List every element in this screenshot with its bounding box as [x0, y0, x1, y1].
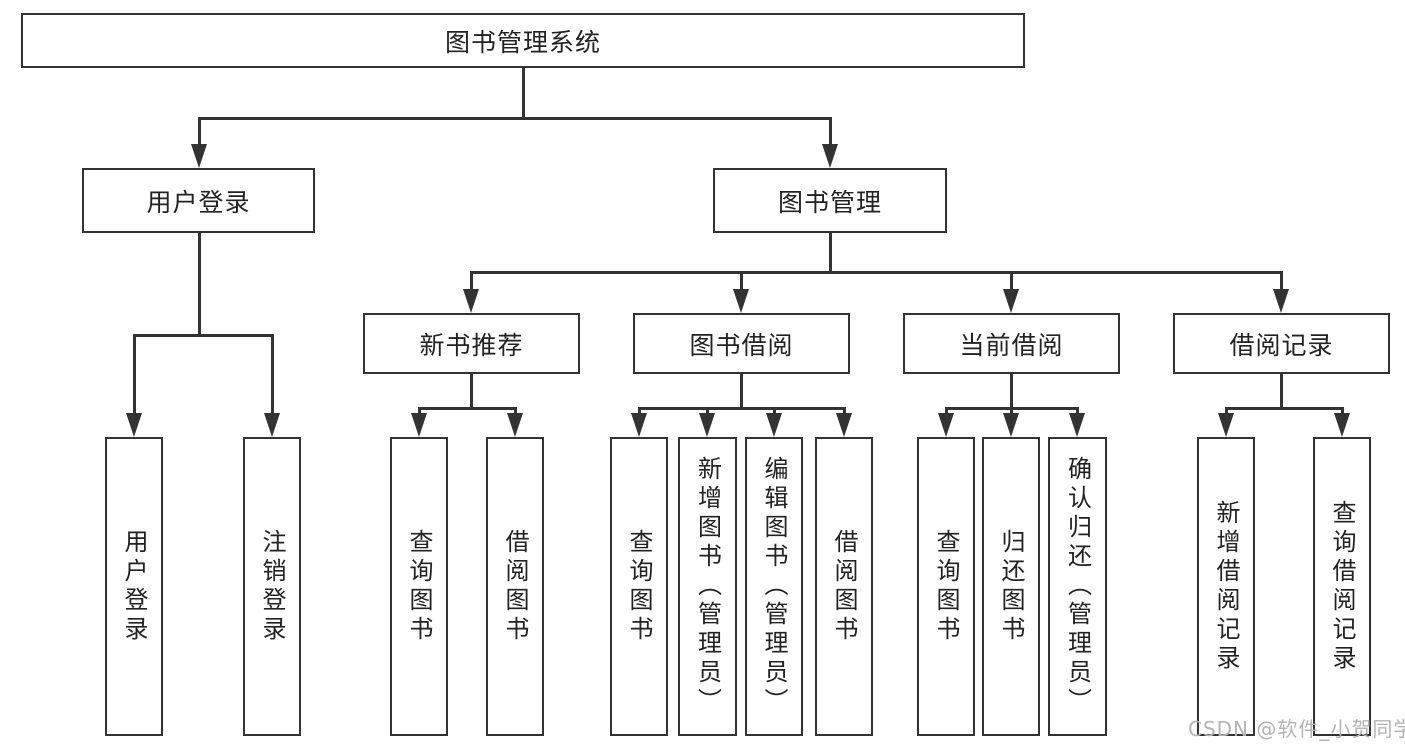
leaf-confirm-return-admin: 确认归还（管理员）	[1048, 437, 1107, 736]
arrow-down-to-book-mgmt	[822, 144, 838, 168]
node-root-label: 图书管理系统	[444, 27, 601, 57]
node-current-borrowing-label: 当前借阅	[959, 330, 1064, 360]
node-borrowing-records-label: 借阅记录	[1229, 330, 1334, 360]
connector-g4-d2	[1340, 406, 1344, 417]
leaf-query-borrow-record: 查询借阅记录	[1313, 437, 1371, 736]
connector-g4-rail	[1224, 406, 1344, 410]
node-user-login-label: 用户登录	[146, 187, 251, 217]
leaf-query-books-2-label: 查询图书	[625, 528, 653, 645]
leaf-query-borrow-record-label: 查询借阅记录	[1328, 499, 1356, 674]
leaf-user-login-label: 用户登录	[120, 528, 148, 645]
leaf-query-books-2: 查询图书	[610, 437, 668, 736]
connector-root-trunk	[521, 68, 525, 119]
connector-level3-rail	[469, 270, 1283, 274]
leaf-borrow-books-1-label: 借阅图书	[501, 528, 529, 645]
leaf-user-login: 用户登录	[105, 437, 163, 736]
connector-g2-d1	[637, 406, 641, 417]
node-new-book-recommend-label: 新书推荐	[419, 330, 524, 360]
leaf-query-books-1-label: 查询图书	[405, 528, 433, 645]
leaf-borrow-books-2-label: 借阅图书	[830, 528, 858, 645]
connector-g1-d2	[513, 406, 517, 417]
leaf-add-books-admin-label: 新增图书（管理员）	[693, 456, 722, 717]
connector-g4-trunk	[1279, 374, 1283, 409]
arrow-down-to-new-books	[463, 289, 479, 313]
watermark: CSDN @软件_小贺同学	[1188, 717, 1405, 741]
connector-user-leaf1-drop	[132, 333, 136, 416]
arrow-g3-leaf3	[1069, 413, 1085, 437]
connector-g3-d1	[944, 406, 948, 417]
connector-g3-d2	[1009, 406, 1013, 417]
connector-g2-d4	[842, 406, 846, 417]
connector-user-trunk	[197, 233, 201, 337]
node-book-borrowing: 图书借阅	[633, 313, 850, 374]
connector-mod3-drop	[1009, 270, 1013, 291]
leaf-add-books-admin: 新增图书（管理员）	[678, 437, 737, 736]
arrow-down-to-borrow-records	[1273, 289, 1289, 313]
connector-mod4-drop	[1279, 270, 1283, 291]
connector-g4-d1	[1224, 406, 1228, 417]
connector-g2-rail	[637, 406, 846, 410]
connector-g1-rail	[417, 406, 517, 410]
connector-g2-trunk	[739, 374, 743, 409]
arrow-g2-leaf3	[766, 413, 782, 437]
node-book-borrowing-label: 图书借阅	[689, 330, 794, 360]
arrow-g4-leaf1	[1218, 413, 1234, 437]
leaf-return-books-label: 归还图书	[997, 528, 1025, 645]
arrow-g2-leaf4	[836, 413, 852, 437]
connector-g1-d1	[417, 406, 421, 417]
arrow-g1-leaf1	[411, 413, 427, 437]
node-root: 图书管理系统	[21, 13, 1025, 68]
leaf-query-books-3: 查询图书	[917, 437, 975, 736]
connector-g3-trunk	[1009, 374, 1013, 409]
arrow-down-to-borrowing	[733, 289, 749, 313]
arrow-down-to-current-borrow	[1003, 289, 1019, 313]
leaf-add-borrow-record-label: 新增借阅记录	[1212, 499, 1240, 674]
leaf-return-books: 归还图书	[982, 437, 1040, 736]
connector-mod1-drop	[469, 270, 473, 291]
node-current-borrowing: 当前借阅	[903, 313, 1120, 374]
connector-book-drop	[828, 116, 832, 149]
connector-user-drop	[197, 116, 201, 149]
arrow-down-to-leaf-logout	[264, 413, 280, 437]
arrow-g2-leaf1	[631, 413, 647, 437]
leaf-logout: 注销登录	[243, 437, 301, 736]
leaf-edit-books-admin: 编辑图书（管理员）	[745, 437, 803, 736]
leaf-confirm-return-admin-label: 确认归还（管理员）	[1063, 456, 1092, 717]
arrow-g4-leaf2	[1334, 413, 1350, 437]
connector-g3-d3	[1075, 406, 1079, 417]
leaf-query-books-1: 查询图书	[390, 437, 448, 736]
connector-g2-d2	[705, 406, 709, 417]
connector-level2-rail	[197, 116, 832, 120]
node-book-management: 图书管理	[713, 168, 947, 233]
arrow-down-to-leaf-user-login	[126, 413, 142, 437]
arrow-g2-leaf2	[699, 413, 715, 437]
leaf-query-books-3-label: 查询图书	[932, 528, 960, 645]
leaf-borrow-books-1: 借阅图书	[486, 437, 544, 736]
arrow-g3-leaf1	[938, 413, 954, 437]
leaf-edit-books-admin-label: 编辑图书（管理员）	[760, 456, 788, 717]
connector-book-trunk	[828, 233, 832, 274]
node-book-management-label: 图书管理	[777, 187, 882, 217]
arrow-g1-leaf2	[507, 413, 523, 437]
connector-user-leaf2-drop	[270, 333, 274, 416]
connector-mod2-drop	[739, 270, 743, 291]
connector-g1-trunk	[469, 374, 473, 409]
leaf-add-borrow-record: 新增借阅记录	[1197, 437, 1255, 736]
leaf-borrow-books-2: 借阅图书	[815, 437, 873, 736]
connector-user-rail	[132, 333, 274, 337]
node-new-book-recommend: 新书推荐	[363, 313, 580, 374]
leaf-logout-label: 注销登录	[258, 528, 286, 645]
arrow-g3-leaf2	[1003, 413, 1019, 437]
node-borrowing-records: 借阅记录	[1173, 313, 1390, 374]
arrow-down-to-user-login	[191, 144, 207, 168]
node-user-login: 用户登录	[82, 168, 315, 233]
connector-g2-d3	[772, 406, 776, 417]
